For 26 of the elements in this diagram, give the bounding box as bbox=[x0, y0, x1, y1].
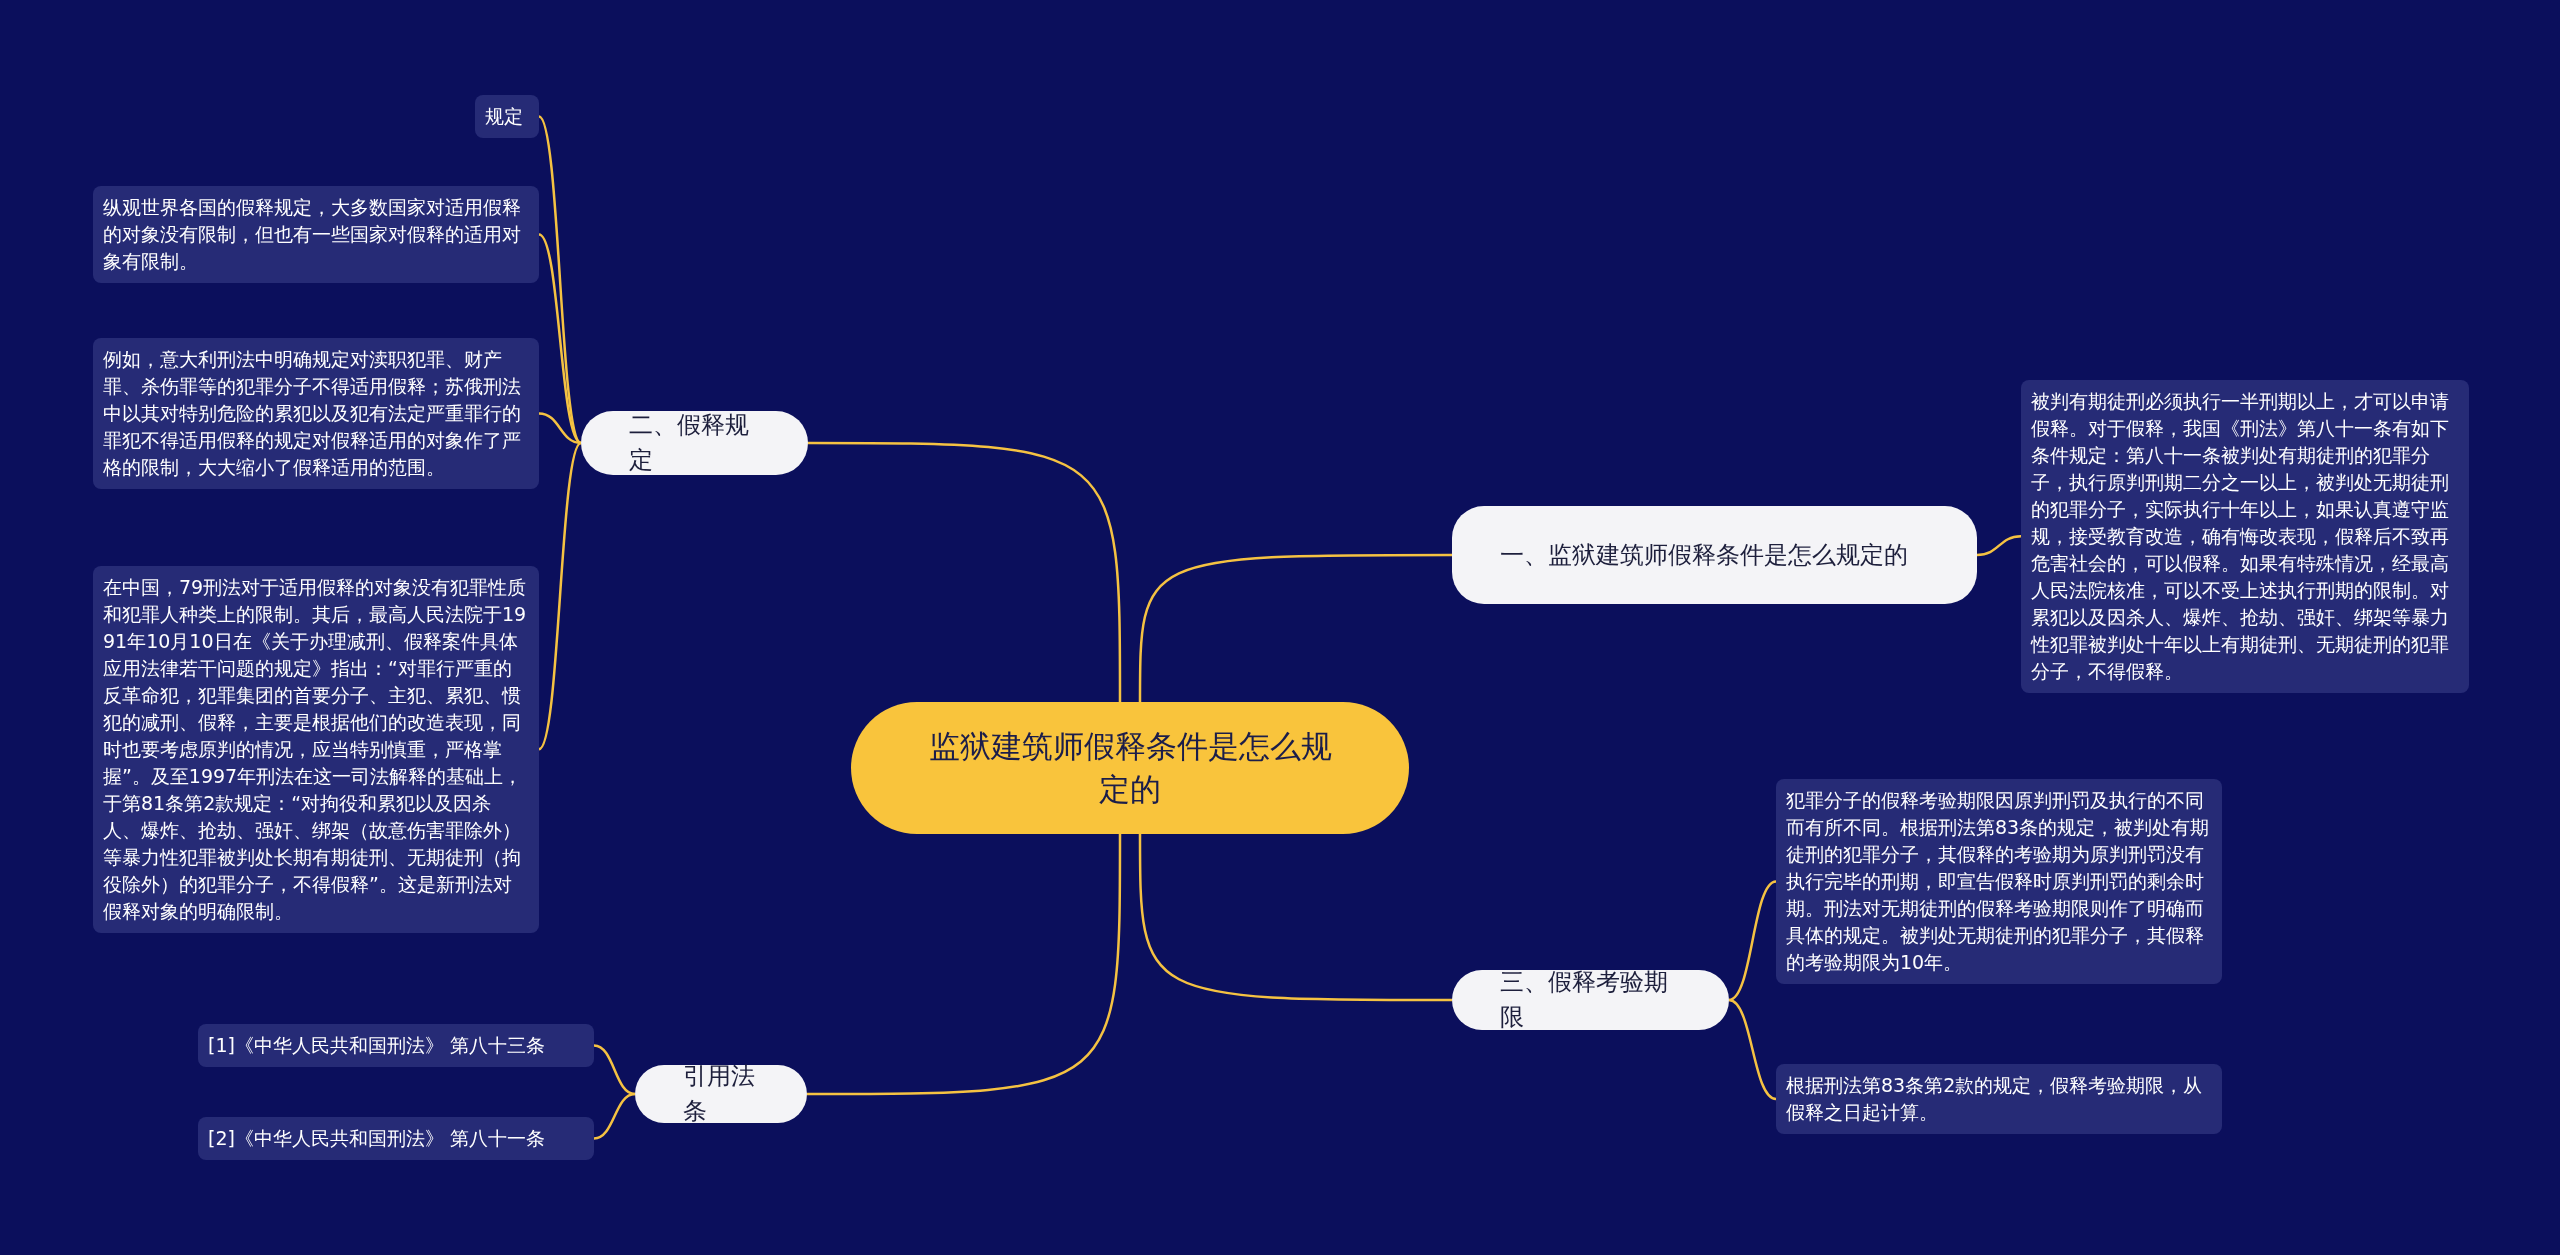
note-card: 规定 bbox=[475, 95, 539, 138]
branch-topic: 三、假释考验期限 bbox=[1452, 970, 1729, 1030]
connector-line bbox=[1976, 535, 2022, 557]
note-card: 根据刑法第83条第2款的规定，假释考验期限，从假释之日起计算。 bbox=[1776, 1064, 2222, 1134]
branch-topic: 二、假释规定 bbox=[581, 411, 808, 475]
connector-line bbox=[808, 441, 1122, 702]
connector-line bbox=[1138, 553, 1452, 702]
note-card: [1]《中华人民共和国刑法》 第八十三条 bbox=[198, 1024, 594, 1067]
connector-line bbox=[538, 115, 582, 444]
note-card: 在中国，79刑法对于适用假释的对象没有犯罪性质和犯罪人种类上的限制。其后，最高人民法院于1991年10月10日在《关于办理减刑、假释案件具体应用法律若干问题的规定》指出：“对罪行严重的反革命犯，犯罪集团的首要分子、主犯、累犯、惯犯的减刑、假释，主要是根据他们的改造表现，同时也要考虑原判的情况，应当特别慎重，严格掌握”。及至1997年刑法在这一司法解释的基础上，于第81条第2款规定：“对拘役和累犯以及因杀人、爆炸、抢劫、强奸、绑架（故意伤害罪除外）等暴力性犯罪被判处长期有期徒刑、无期徒刑（拘役除外）的犯罪分子，不得假释”。这是新刑法对假释对象的明确限制。 bbox=[93, 566, 539, 933]
note-card: 犯罪分子的假释考验期限因原判刑罚及执行的不同而有所不同。根据刑法第83条的规定，被判处有期徒刑的犯罪分子，其假释的考验期为原判刑罚没有执行完毕的刑期，即宣告假释时原判刑罚的剩余时期。刑法对无期徒刑的假释考验期限则作了明确而具体的规定。被判处无期徒刑的犯罪分子，其假释的考验期限为10年。 bbox=[1776, 779, 2222, 984]
connector-line bbox=[593, 1092, 636, 1140]
note-card: 被判有期徒刑必须执行一半刑期以上，才可以申请假释。对于假释，我国《刑法》第八十一条有如下条件规定：第八十一条被判处有期徒刑的犯罪分子，执行原判刑期二分之一以上，被判处无期徒刑的犯罪分子，实际执行十年以上，如果认真遵守监规，接受教育改造，确有悔改表现，假释后不致再危害社会的，可以假释。如果有特殊情况，经最高人民法院核准，可以不受上述执行刑期的限制。对累犯以及因杀人、爆炸、抢劫、强奸、绑架等暴力性犯罪被判处十年以上有期徒刑、无期徒刑的犯罪分子，不得假释。 bbox=[2021, 380, 2469, 693]
connector-line bbox=[1728, 880, 1777, 1002]
branch-topic: 引用法条 bbox=[635, 1065, 807, 1123]
connector-line bbox=[1728, 998, 1777, 1101]
connector-line bbox=[538, 412, 582, 445]
note-card: 纵观世界各国的假释规定，大多数国家对适用假释的对象没有限制，但也有一些国家对假释的适用对象有限制。 bbox=[93, 186, 539, 283]
branch-topic: 一、监狱建筑师假释条件是怎么规定的 bbox=[1452, 506, 1977, 604]
connector-line bbox=[593, 1044, 636, 1096]
connector-line bbox=[538, 442, 582, 751]
note-card: 例如，意大利刑法中明确规定对渎职犯罪、财产罪、杀伤罪等的犯罪分子不得适用假释；苏俄刑法中以其对特别危险的累犯以及犯有法定严重罪行的罪犯不得适用假释的规定对假释适用的对象作了严格的限制，大大缩小了假释适用的范围。 bbox=[93, 338, 539, 489]
central-topic: 监狱建筑师假释条件是怎么规定的 bbox=[851, 702, 1409, 834]
note-card: [2]《中华人民共和国刑法》 第八十一条 bbox=[198, 1117, 594, 1160]
connector-line bbox=[1138, 834, 1452, 1002]
connector-line bbox=[807, 834, 1122, 1096]
